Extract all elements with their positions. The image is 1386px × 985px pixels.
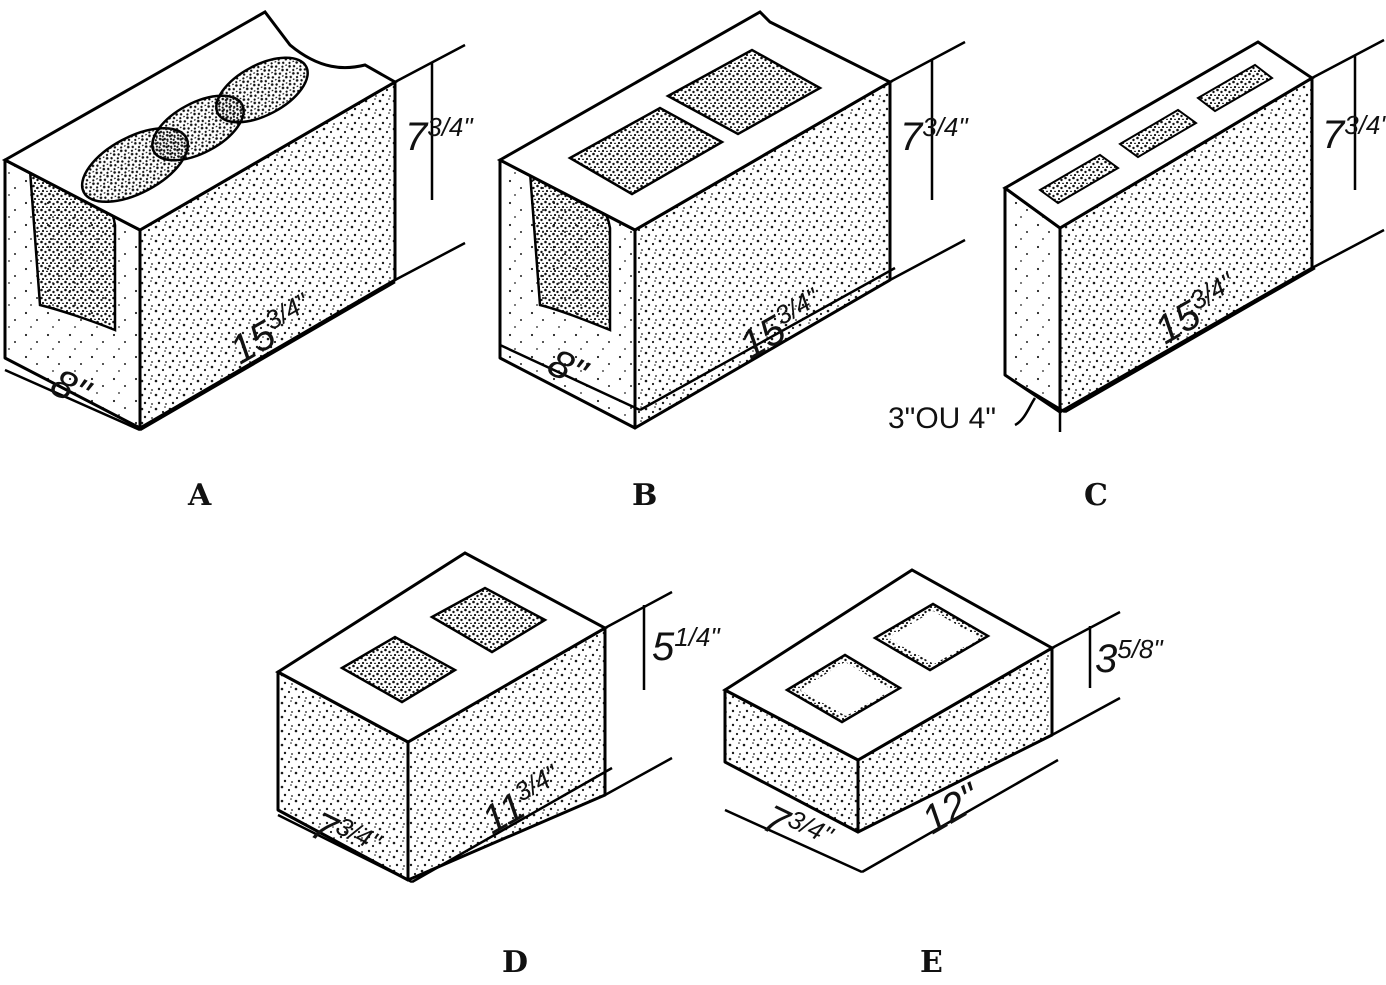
block-d-end-face	[278, 672, 408, 880]
block-b-core	[665, 48, 823, 136]
block-b: 73/4" 153/4" 8" B	[496, 10, 969, 513]
block-b-height-label: 73/4"	[900, 112, 969, 159]
block-c-height-label: 73/4"	[1322, 110, 1386, 157]
block-a-caption: A	[187, 478, 212, 513]
block-a-side-face	[140, 82, 395, 428]
block-e-side-face	[858, 648, 1052, 832]
block-e: 35/8" 12" 73/4" E	[722, 568, 1164, 980]
block-d: 51/4" 113/4" 73/4" D	[275, 551, 721, 980]
block-b-caption: B	[632, 478, 657, 513]
block-e-caption: E	[920, 945, 943, 980]
block-d-core	[429, 586, 548, 654]
block-c-core	[1196, 63, 1274, 113]
block-d-caption: D	[502, 945, 528, 980]
block-d-height-label: 51/4"	[652, 622, 721, 669]
block-a-core	[215, 56, 309, 124]
block-b-side-face	[635, 82, 890, 428]
block-c-side-face	[1060, 78, 1312, 412]
block-d-side-face	[408, 628, 605, 880]
block-c-caption: C	[1084, 478, 1108, 513]
block-b-top-face	[496, 10, 894, 232]
block-c-end-face	[1005, 188, 1060, 412]
block-e-height-label: 35/8"	[1095, 634, 1164, 681]
block-a: 73/4" 153/4" 8" A	[1, 10, 474, 513]
block-a-height-label: 73/4"	[405, 112, 474, 159]
block-c-core	[1038, 153, 1120, 205]
block-b-core	[567, 106, 725, 196]
block-d-core	[339, 635, 458, 704]
block-c-core	[1118, 108, 1198, 159]
block-c-width-label: 3"OU 4"	[888, 402, 996, 435]
block-c: 73/4" 153/4" 3"OU 4" C	[888, 38, 1386, 513]
block-e-end-face	[725, 690, 858, 832]
